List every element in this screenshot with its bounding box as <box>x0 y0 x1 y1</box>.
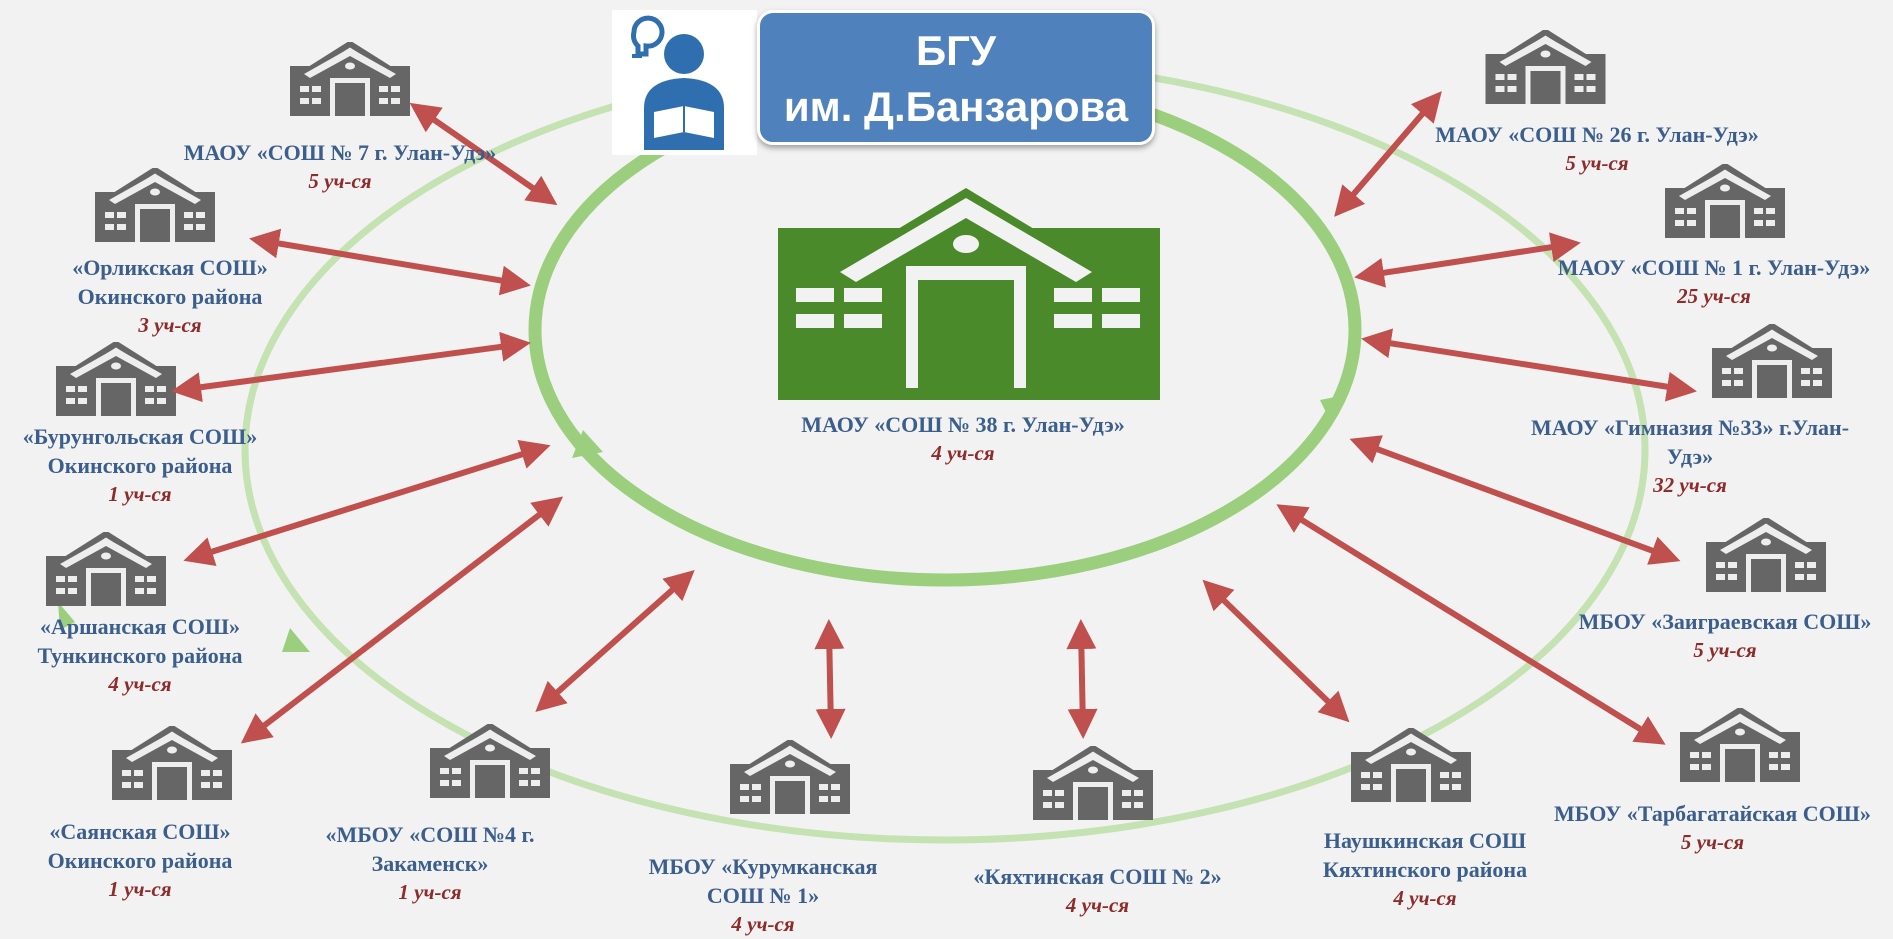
school-icon <box>1351 730 1471 802</box>
school-name: «Саянская СОШ» <box>49 819 231 844</box>
school-label: «МБОУ «СОШ №4 г. Закаменск» 1 уч-ся <box>300 820 560 907</box>
school-region: СОШ № 1» <box>706 883 820 908</box>
student-count: 5 уч-ся <box>1565 151 1629 175</box>
school-icon <box>730 742 850 814</box>
school-name: МБОУ «Курумканская <box>648 854 878 879</box>
school-icon <box>430 726 550 798</box>
student-count: 25 уч-ся <box>1677 284 1751 308</box>
school-name: МАОУ «СОШ № 7 г. Улан-Удэ» <box>183 140 497 165</box>
school-name: МАОУ «СОШ № 38 г. Улан-Удэ» <box>801 412 1125 437</box>
ring-arrowhead <box>1320 395 1345 425</box>
school-name: «Бурунгольская СОШ» <box>22 424 258 449</box>
school-label: МАОУ «Гимназия №33» г.Улан- Удэ» 32 уч-с… <box>1500 413 1880 500</box>
ring-arrowhead <box>572 430 603 458</box>
school-name: «Аршанская СОШ» <box>39 614 241 639</box>
student-count: 1 уч-ся <box>108 482 172 506</box>
student-count: 5 уч-ся <box>1680 830 1745 854</box>
connection-arrow <box>1334 91 1442 217</box>
school-label: Наушкинская СОШ Кяхтинского района 4 уч-… <box>1300 826 1550 913</box>
school-region: Тункинского района <box>37 643 243 668</box>
school-icon <box>112 728 232 800</box>
school-name: МАОУ «СОШ № 26 г. Улан-Удэ» <box>1435 122 1759 147</box>
school-name: МБОУ «Заиграевская СОШ» <box>1578 609 1872 634</box>
student-count: 4 уч-ся <box>731 912 795 936</box>
connection-arrow <box>535 570 695 712</box>
school-icon <box>1033 748 1153 820</box>
student-count: 4 уч-ся <box>108 672 172 696</box>
connection-arrow <box>1354 232 1581 288</box>
student-count: 1 уч-ся <box>108 877 172 901</box>
school-icon <box>1712 326 1832 398</box>
school-icon <box>1486 32 1606 104</box>
connection-arrow <box>1066 619 1098 739</box>
student-count: 4 уч-ся <box>1393 886 1457 910</box>
school-label: МАОУ «СОШ № 1 г. Улан-Удэ» 25 уч-ся <box>1538 253 1890 311</box>
school-name: МАОУ «Гимназия №33» г.Улан- <box>1530 415 1850 440</box>
school-icon <box>46 534 166 606</box>
school-icon <box>56 344 176 416</box>
school-name: МАОУ «СОШ № 1 г. Улан-Удэ» <box>1557 255 1871 280</box>
student-count: 4 уч-ся <box>1065 893 1130 917</box>
school-label: «Аршанская СОШ» Тункинского района 4 уч-… <box>10 612 270 699</box>
school-name: «Кяхтинская СОШ № 2» <box>973 864 1222 889</box>
school-region: Окинского района <box>47 453 233 478</box>
connection-arrow <box>409 102 558 206</box>
school-name: «Орликская СОШ» <box>72 255 268 280</box>
title-line-1: БГУ <box>915 27 997 74</box>
school-label: МБОУ «Тарбагатайская СОШ» 5 уч-ся <box>1535 799 1890 857</box>
connection-arrow <box>249 228 531 296</box>
school-region: Закаменск» <box>371 851 489 876</box>
student-count: 32 уч-ся <box>1653 473 1727 497</box>
school-region: Окинского района <box>47 848 233 873</box>
student-count: 4 уч-ся <box>931 441 995 465</box>
student-count: 3 уч-ся <box>138 313 202 337</box>
connection-arrow <box>814 619 846 739</box>
center-school-icon <box>778 188 1160 400</box>
school-label: МАОУ «СОШ № 26 г. Улан-Удэ» 5 уч-ся <box>1400 120 1794 178</box>
connection-arrow <box>1361 328 1697 402</box>
school-name: МБОУ «Тарбагатайская СОШ» <box>1554 801 1871 826</box>
connection-arrow <box>240 496 564 744</box>
school-label: МБОУ «Заиграевская СОШ» 5 уч-ся <box>1560 607 1890 665</box>
ring-arrowhead <box>58 602 75 630</box>
school-label: «Бурунгольская СОШ» Окинского района 1 у… <box>0 422 280 509</box>
ring-arrowhead <box>282 628 310 652</box>
school-label: «Саянская СОШ» Окинского района 1 уч-ся <box>20 817 260 904</box>
student-count: 5 уч-ся <box>308 169 372 193</box>
title-box: БГУ им. Д.Банзарова <box>757 10 1155 145</box>
connection-arrow <box>1202 579 1350 723</box>
school-name: «МБОУ «СОШ №4 г. <box>325 822 535 847</box>
school-icon <box>1706 520 1826 592</box>
school-region: Удэ» <box>1666 444 1714 469</box>
school-label: «Орликская СОШ» Окинского района 3 уч-ся <box>40 253 300 340</box>
connection-arrow <box>1349 435 1681 565</box>
connection-arrow <box>1276 504 1666 745</box>
school-label: МБОУ «Курумканская СОШ № 1» 4 уч-ся <box>625 852 901 939</box>
reader-icon <box>612 10 757 155</box>
student-count: 5 уч-ся <box>1693 638 1757 662</box>
title-line-2: им. Д.Банзарова <box>783 83 1129 130</box>
school-label: «Кяхтинская СОШ № 2» 4 уч-ся <box>940 862 1255 920</box>
school-name: Наушкинская СОШ <box>1323 828 1527 853</box>
school-region: Кяхтинского района <box>1322 857 1528 882</box>
center-school-label: МАОУ «СОШ № 38 г. Улан-Удэ» 4 уч-ся <box>745 410 1181 468</box>
student-count: 1 уч-ся <box>398 880 462 904</box>
connection-arrow <box>171 331 531 403</box>
school-icon <box>290 44 410 116</box>
school-label: МАОУ «СОШ № 7 г. Улан-Удэ» 5 уч-ся <box>150 138 530 196</box>
school-icon <box>1680 710 1800 782</box>
school-region: Окинского района <box>77 284 263 309</box>
